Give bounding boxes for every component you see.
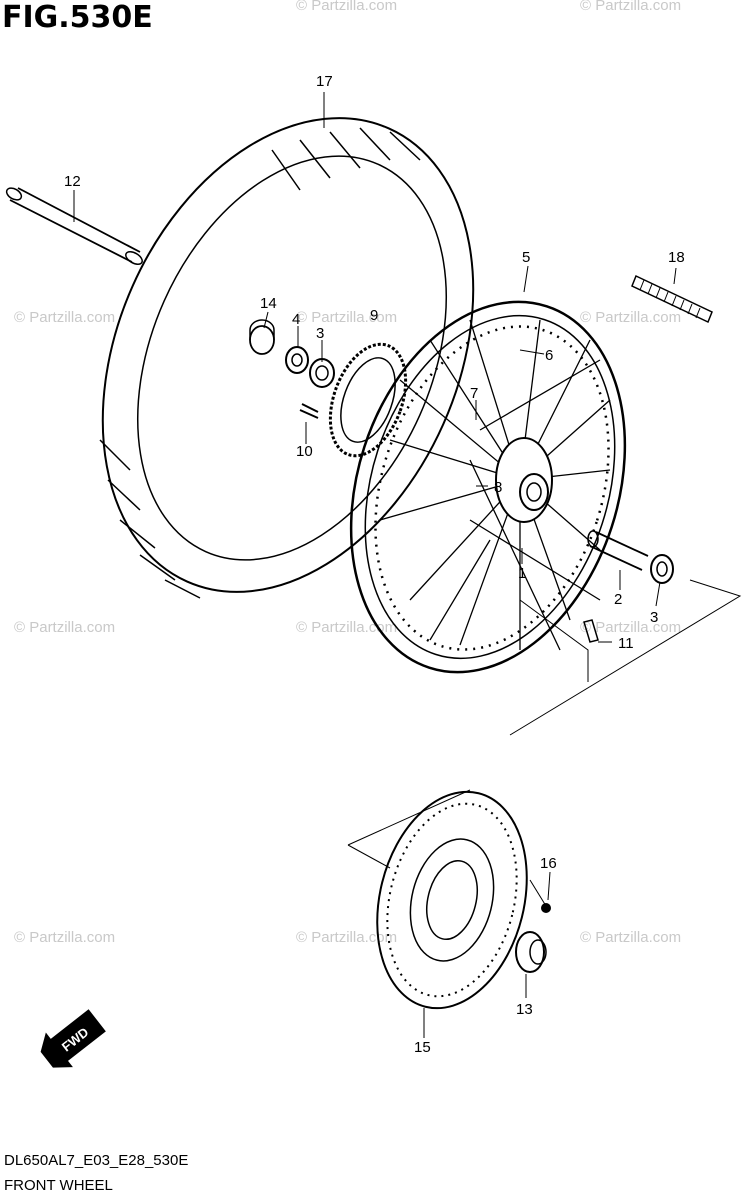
watermark-text: © Partzilla.com [14, 619, 115, 636]
callout-3-left: 3 [316, 325, 324, 342]
watermark-group: © Partzilla.com © Partzilla.com © Partzi… [14, 0, 681, 946]
watermark-text: © Partzilla.com [296, 309, 397, 326]
section-name: FRONT WHEEL [4, 1177, 113, 1194]
watermark-text: © Partzilla.com [580, 929, 681, 946]
watermark-text: © Partzilla.com [580, 619, 681, 636]
callout-13: 13 [516, 1001, 533, 1018]
callout-8: 8 [494, 479, 502, 496]
axle-drawing [5, 187, 143, 265]
callout-10: 10 [296, 443, 313, 460]
weight-strip-drawing [631, 274, 713, 324]
callout-12: 12 [64, 173, 81, 190]
brake-disc-drawing [376, 790, 551, 1010]
callout-16: 16 [540, 855, 557, 872]
wheel-drawing [349, 300, 627, 674]
callout-18: 18 [668, 249, 685, 266]
watermark-text: © Partzilla.com [296, 0, 397, 14]
callout-17: 17 [316, 73, 333, 90]
callout-1: 1 [518, 565, 526, 582]
watermark-text: © Partzilla.com [296, 619, 397, 636]
watermark-text: © Partzilla.com [14, 309, 115, 326]
leader-lines [73, 92, 677, 1038]
watermark-text: © Partzilla.com [580, 309, 681, 326]
figure-title: FIG.530E [2, 0, 153, 35]
forward-arrow: FWD [40, 1009, 106, 1068]
watermark-text: © Partzilla.com [580, 0, 681, 14]
tire-drawing [99, 117, 475, 599]
watermark-text: © Partzilla.com [296, 929, 397, 946]
callout-7: 7 [470, 385, 478, 402]
assembly-guide-lines [347, 579, 742, 869]
right-hub-parts [583, 530, 674, 643]
callout-15: 15 [414, 1039, 431, 1056]
callout-14: 14 [260, 295, 277, 312]
callout-2: 2 [614, 591, 622, 608]
callout-11: 11 [618, 635, 634, 652]
callout-6: 6 [545, 347, 553, 364]
callout-3-right: 3 [650, 609, 658, 626]
sensor-ring-drawing [299, 342, 408, 458]
callout-9: 9 [370, 307, 378, 324]
callout-4: 4 [292, 311, 300, 328]
model-code: DL650AL7_E03_E28_530E [4, 1152, 189, 1169]
callout-5: 5 [522, 249, 530, 266]
callout-labels: 17 12 5 18 14 4 3 9 6 7 8 10 1 2 3 11 16… [64, 73, 685, 1056]
watermark-text: © Partzilla.com [14, 929, 115, 946]
